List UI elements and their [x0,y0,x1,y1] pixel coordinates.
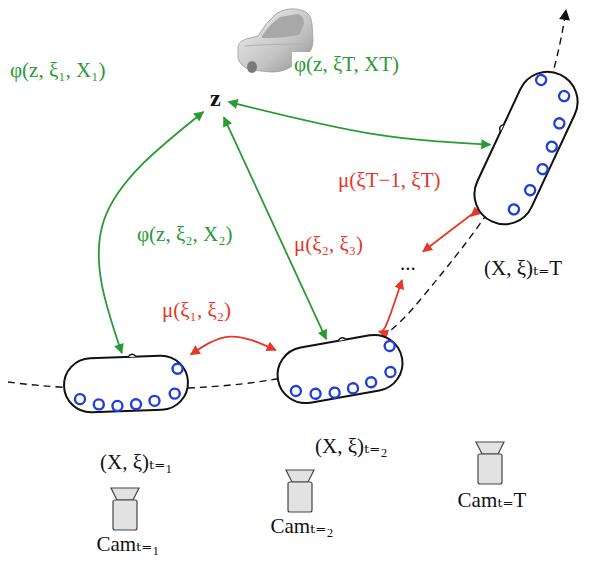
pose-label: (X, ξ)ₜ₌₁ [100,450,173,474]
factor-label: μ(ξ₁, ξ₂) [160,298,233,322]
factor-label: μ(ξT−1, ξT) [336,168,442,192]
node-label: z [206,84,225,114]
car-outline [270,330,410,408]
factor-label: φ(z, ξ₂, X₂) [135,222,235,246]
latent-shape: z [206,84,225,114]
car-outline [58,352,194,416]
motion-factor-arrow [191,337,276,355]
ellipsis: ... [396,250,420,276]
factor-label: φ(z, ξ₁, X₁) [8,58,108,82]
pose-label: (X, ξ)ₜ₌T [484,256,562,280]
car-pose: (X, ξ)ₜ₌₂ [270,330,410,408]
shape-factor-arrow [229,102,491,145]
motion-factor-arrow [379,280,402,332]
factor-label: φ(z, ξT, XT) [292,52,401,76]
camera-label: Camₜ₌T [458,488,527,512]
car-pose: (X, ξ)ₜ₌₁ [58,352,194,416]
node-label: ... [396,250,420,276]
shape-factor-arrow [224,117,326,339]
camera-label: Camₜ₌₁ [96,532,159,556]
motion-factor-arrow [423,210,478,252]
pose-label: (X, ξ)ₜ₌₂ [315,434,388,458]
camera-label: Camₜ₌₂ [270,514,333,538]
car-outline [462,62,590,234]
factor-label: μ(ξ₂, ξ₃) [292,232,365,256]
car-pose: (X, ξ)ₜ₌T [462,62,590,234]
